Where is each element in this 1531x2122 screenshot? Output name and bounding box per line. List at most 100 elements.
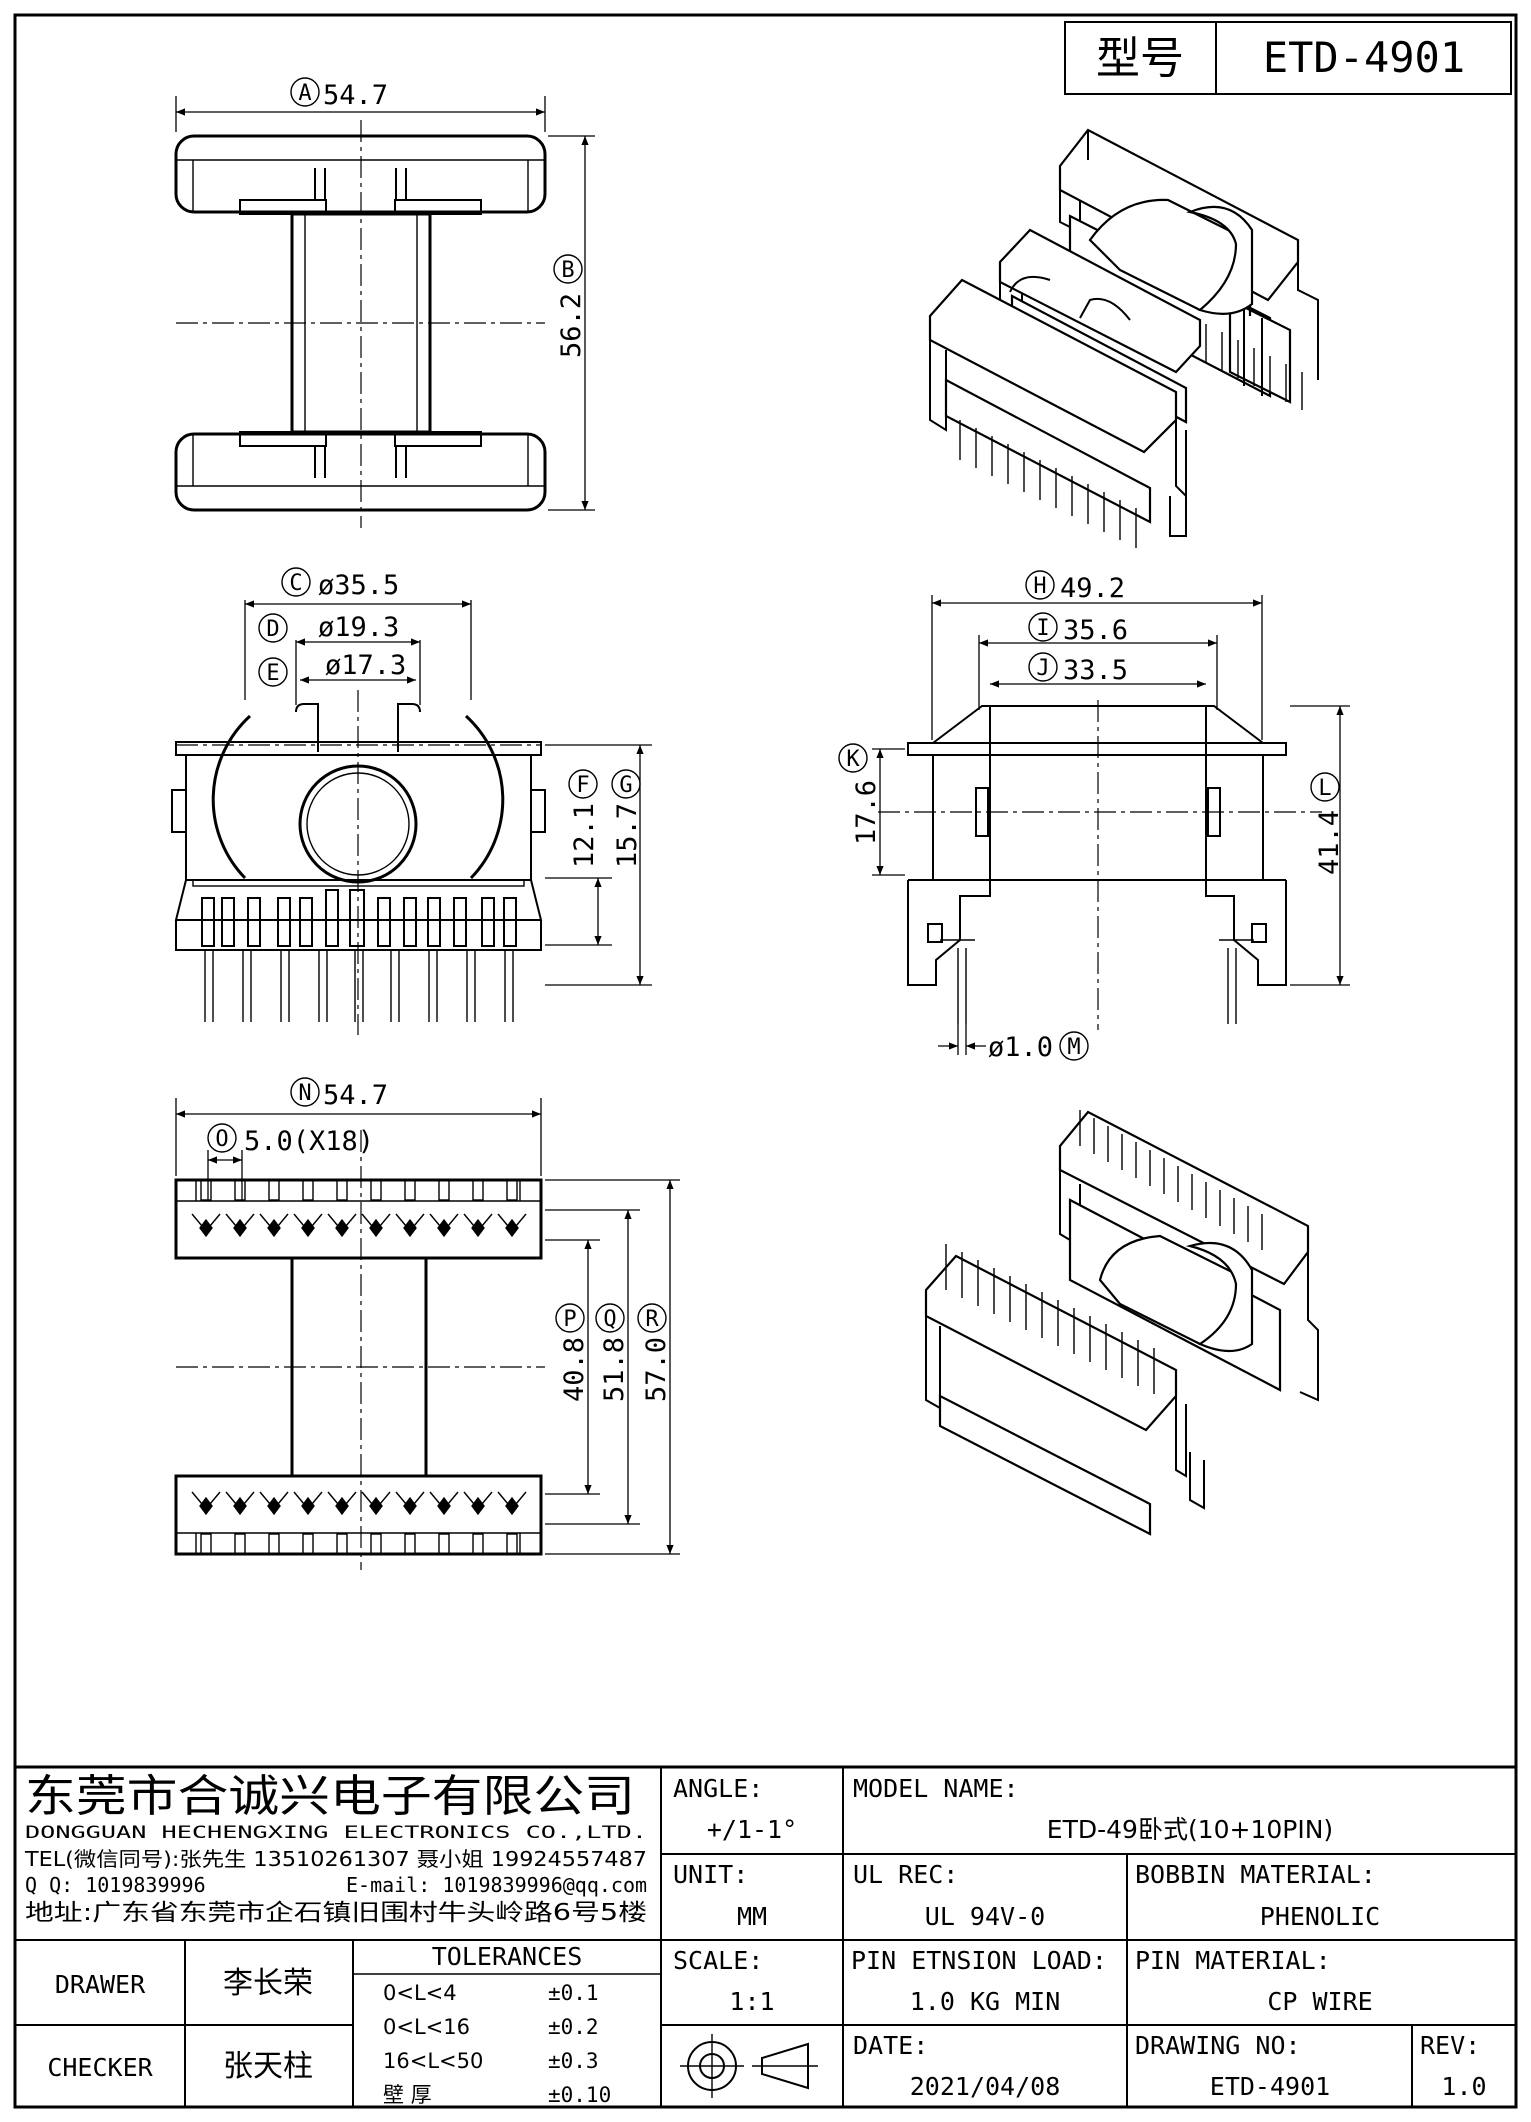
dim-j-value: 33.5	[1063, 655, 1128, 686]
pin-marker	[505, 1218, 519, 1238]
dim-c-letter: C	[289, 571, 302, 596]
dim-m-value: ø1.0	[988, 1032, 1053, 1063]
pin-marker	[301, 1218, 315, 1238]
pin-guide	[259, 1491, 289, 1505]
pin-slot	[370, 1533, 382, 1555]
pin-marker	[471, 1218, 485, 1238]
pin-slot	[302, 1179, 314, 1201]
dim-d-letter: D	[266, 617, 279, 642]
pin-load-label: PIN ETNSION LOAD:	[851, 1946, 1107, 1975]
pin-material-label: PIN MATERIAL:	[1135, 1946, 1331, 1975]
pin-guide	[259, 1213, 289, 1227]
scale-value: 1:1	[729, 1987, 774, 2016]
pin-marker	[199, 1218, 213, 1238]
pin-slot	[472, 1179, 484, 1201]
rev-label: REV:	[1420, 2031, 1480, 2060]
angle-value: +/1-1°	[707, 1815, 797, 1844]
pin-guide	[293, 1213, 323, 1227]
bobbin-material-value: PHENOLIC	[1260, 1902, 1380, 1931]
dim-i-letter: I	[1036, 616, 1049, 641]
drawer-label: DRAWER	[55, 1970, 146, 1999]
pin-guide	[361, 1491, 391, 1505]
front-view: C ø35.5 D ø19.3 E ø17.3 F G 12.1 15.7	[171, 567, 652, 1035]
pin-marker	[505, 1496, 519, 1516]
pin-slot	[472, 1533, 484, 1555]
scale-label: SCALE:	[673, 1946, 763, 1975]
dim-d-value: ø19.3	[318, 612, 399, 643]
dim-b-letter: B	[561, 258, 574, 283]
dim-o-value: 5.0(X18)	[244, 1126, 374, 1157]
dim-l-value: 41.4	[1314, 810, 1345, 875]
pin-slot	[404, 1533, 416, 1555]
dim-p-letter: P	[563, 1307, 576, 1332]
pin-slot	[370, 1179, 382, 1201]
tolerance-value: ±0.10	[548, 2083, 611, 2107]
pin-marker	[403, 1496, 417, 1516]
company-name-cn: 东莞市合诚兴电子有限公司	[25, 1771, 635, 1822]
dim-l-letter: L	[1318, 776, 1331, 801]
dim-q-letter: Q	[603, 1307, 616, 1332]
pin-marker	[233, 1496, 247, 1516]
rev-value: 1.0	[1441, 2072, 1486, 2101]
pin-guide	[191, 1491, 221, 1505]
header-box: 型号 ETD-4901	[1064, 21, 1512, 95]
dim-n-letter: N	[298, 1081, 311, 1106]
model-name-value: ETD-49卧式(10+10PIN)	[1047, 1815, 1333, 1844]
pin-guide	[327, 1491, 357, 1505]
dim-f-value: 12.1	[569, 803, 600, 868]
dim-a-value: 54.7	[323, 80, 388, 111]
isometric-view-top	[928, 128, 1319, 548]
unit-value: MM	[737, 1902, 767, 1931]
checker-label: CHECKER	[47, 2053, 153, 2082]
pin-marker	[199, 1496, 213, 1516]
date-value: 2021/04/08	[910, 2072, 1061, 2101]
dim-k-value: 17.6	[851, 780, 882, 845]
checker-name: 张天柱	[223, 2049, 313, 2084]
dim-k-letter: K	[846, 747, 860, 772]
tolerance-value: ±0.3	[548, 2049, 599, 2073]
tolerance-value: ±0.2	[548, 2015, 599, 2039]
pin-guide	[327, 1213, 357, 1227]
pin-marker	[437, 1496, 451, 1516]
drawing-no-label: DRAWING NO:	[1135, 2031, 1301, 2060]
dim-e-value: ø17.3	[325, 650, 406, 681]
dim-g-letter: G	[619, 773, 632, 798]
pin-slot	[506, 1533, 518, 1555]
pin-marker	[267, 1218, 281, 1238]
company-name-en: DONGGUAN HECHENGXING ELECTRONICS CO.,LTD…	[25, 1823, 647, 1843]
dim-i-value: 35.6	[1063, 615, 1128, 646]
ul-rec-value: UL 94V-0	[925, 1902, 1045, 1931]
pin-marker	[233, 1218, 247, 1238]
pin-guide	[429, 1213, 459, 1227]
pin-slot	[268, 1533, 280, 1555]
isometric-view-bottom	[924, 1110, 1319, 1536]
pin-slot	[438, 1533, 450, 1555]
top-view: A 54.7 B 56.2	[174, 77, 595, 528]
pin-marker	[403, 1218, 417, 1238]
tolerance-value: ±0.1	[548, 1981, 599, 2005]
pin-slot	[336, 1179, 348, 1201]
pin-marker	[335, 1496, 349, 1516]
dim-p-value: 40.8	[559, 1337, 590, 1402]
dim-j-letter: J	[1036, 656, 1049, 681]
pin-marker	[267, 1496, 281, 1516]
unit-label: UNIT:	[673, 1860, 748, 1889]
pin-marker	[369, 1496, 383, 1516]
dim-f-letter: F	[576, 773, 589, 798]
dim-n-value: 54.7	[323, 1080, 388, 1111]
tolerances-label: TOLERANCES	[432, 1942, 583, 1971]
model-label: 型号	[1096, 33, 1184, 84]
pin-slot	[200, 1533, 212, 1555]
pin-guide	[497, 1491, 527, 1505]
pin-guide	[361, 1213, 391, 1227]
bottom-view: N 54.7 O 5.0(X18) P Q R 40.8 51.8 57.0	[174, 1077, 680, 1570]
model-name-label: MODEL NAME:	[853, 1774, 1019, 1803]
company-qq: Q Q: 1019839996	[25, 1873, 206, 1897]
pin-guide	[191, 1213, 221, 1227]
pin-slot	[336, 1533, 348, 1555]
pin-slot	[200, 1179, 212, 1201]
dim-m-letter: M	[1067, 1035, 1080, 1060]
dim-r-value: 57.0	[641, 1337, 672, 1402]
drawer-name: 李长荣	[223, 1966, 313, 2001]
pin-guide	[497, 1213, 527, 1227]
